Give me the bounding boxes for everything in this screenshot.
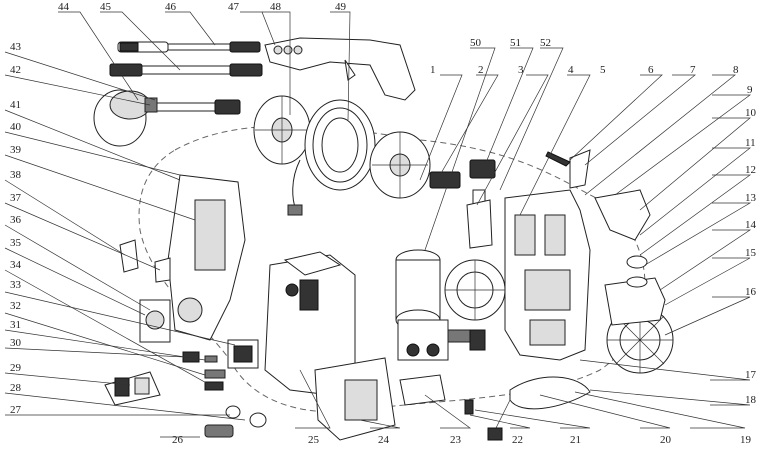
- nozzle-26: [204, 424, 234, 438]
- callout-25: 25: [308, 434, 320, 446]
- callout-51: 51: [510, 37, 521, 49]
- callout-49: 49: [335, 1, 347, 13]
- callout-27: 27: [10, 404, 22, 416]
- callout-19: 19: [740, 434, 752, 446]
- callout-17: 17: [745, 369, 757, 381]
- power-cord-20: [487, 376, 591, 441]
- hose-reel-left-48: [253, 95, 311, 165]
- callout-43: 43: [10, 41, 22, 53]
- callout-13: 13: [745, 192, 757, 204]
- callout-20: 20: [660, 434, 672, 446]
- callout-7: 7: [690, 64, 696, 76]
- callout-30: 30: [10, 337, 22, 349]
- callout-32: 32: [10, 300, 21, 312]
- callout-9: 9: [747, 84, 753, 96]
- callout-16: 16: [745, 286, 757, 298]
- cap-13-14: [626, 255, 648, 269]
- switch-parts: [182, 339, 259, 391]
- motor-2: [395, 249, 441, 331]
- callout-42: 42: [10, 64, 21, 76]
- top-clip-parts: [466, 149, 651, 249]
- fittings-51-52: [429, 159, 496, 209]
- rear-frame-41: [167, 174, 246, 341]
- callout-3: 3: [518, 64, 524, 76]
- callout-38: 38: [10, 169, 22, 181]
- leader-lines: [4, 11, 752, 438]
- spray-gun-49: [264, 37, 416, 101]
- callout-52: 52: [540, 37, 551, 49]
- callout-15: 15: [745, 247, 757, 259]
- callout-46: 46: [165, 1, 177, 13]
- callout-33: 33: [10, 279, 22, 291]
- callout-37: 37: [10, 192, 22, 204]
- callout-50: 50: [470, 37, 482, 49]
- callout-47: 47: [228, 1, 240, 13]
- callout-10: 10: [745, 107, 757, 119]
- callout-14: 14: [745, 219, 757, 231]
- callout-40: 40: [10, 121, 22, 133]
- caps-27-28: [225, 405, 267, 428]
- bracket-29: [104, 371, 161, 406]
- callout-45: 45: [100, 1, 112, 13]
- callout-36: 36: [10, 214, 22, 226]
- callout-2: 2: [478, 64, 484, 76]
- hose-reel-right-1: [369, 131, 431, 199]
- callout-44: 44: [58, 1, 70, 13]
- small-fitting-21: [464, 399, 474, 415]
- callout-4: 4: [568, 64, 574, 76]
- callout-31: 31: [10, 319, 21, 331]
- callout-29: 29: [10, 362, 22, 374]
- callout-21: 21: [570, 434, 581, 446]
- callout-23: 23: [450, 434, 462, 446]
- callout-18: 18: [745, 394, 757, 406]
- callout-8: 8: [733, 64, 739, 76]
- small-parts-left: [119, 239, 171, 343]
- callout-48: 48: [270, 1, 282, 13]
- callout-22: 22: [512, 434, 523, 446]
- callout-12: 12: [745, 164, 756, 176]
- callout-39: 39: [10, 144, 22, 156]
- tank-15: [604, 276, 666, 326]
- callout-6: 6: [648, 64, 654, 76]
- callout-5: 5: [600, 64, 606, 76]
- callout-41: 41: [10, 99, 21, 111]
- callout-24: 24: [378, 434, 390, 446]
- rotary-brush-44: [93, 89, 241, 147]
- callout-28: 28: [10, 382, 22, 394]
- spray-lance-45: [109, 63, 263, 77]
- wheel-left-4: [444, 259, 506, 321]
- callout-34: 34: [10, 259, 22, 271]
- pump-head-50: [397, 319, 486, 361]
- chassis-5: [504, 189, 591, 361]
- callout-35: 35: [10, 237, 22, 249]
- hose-coil-49: [287, 99, 376, 216]
- mount-plate-23: [399, 374, 446, 406]
- callout-1: 1: [430, 64, 436, 76]
- spray-lance-46: [117, 41, 261, 53]
- callout-26: 26: [172, 434, 184, 446]
- callout-11: 11: [745, 137, 756, 149]
- cover-door-24: [314, 357, 396, 441]
